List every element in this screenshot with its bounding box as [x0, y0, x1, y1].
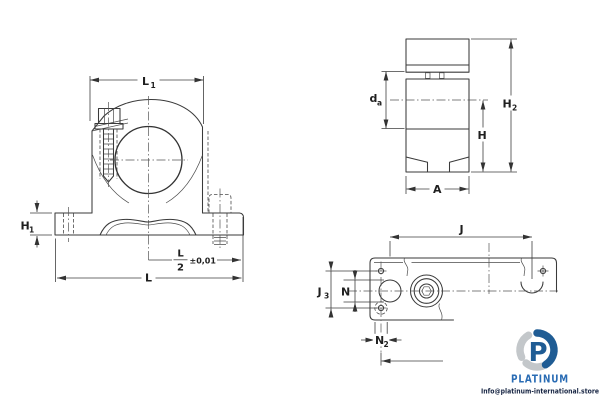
- dim-label-h2-sub: 2: [512, 104, 517, 113]
- dimension-l: L: [55, 238, 242, 285]
- dim-label-j3-sub: 3: [324, 292, 329, 301]
- dim-label-j: J: [459, 223, 464, 236]
- dimension-h2: H 2: [471, 38, 521, 173]
- dimension-l-half: L 2 ±0,01: [148, 217, 244, 282]
- dim-label-da: d: [370, 92, 378, 105]
- dim-label-a: A: [433, 183, 442, 196]
- dim-label-n2-sub: 2: [384, 340, 389, 349]
- dim-label-j3: J: [317, 286, 322, 299]
- cap-lip: [405, 64, 470, 73]
- break-lines: [403, 257, 526, 321]
- cap-section-hatched: [405, 38, 470, 66]
- housing-outline: [91, 98, 204, 214]
- dimension-da: d a: [370, 71, 405, 129]
- dim-label-l-half-den: 2: [177, 263, 184, 274]
- dim-label-l: L: [145, 272, 152, 285]
- dimension-l1: L 1: [89, 72, 204, 124]
- bolt-collar: [94, 122, 124, 130]
- base-plate-outline: [369, 257, 558, 321]
- bolt-hole-right: [208, 188, 232, 250]
- base-section-edges: [405, 156, 470, 173]
- front-view: L 1 H 1 L 2 ±0,01 L: [21, 72, 245, 285]
- housing-mid-section: [405, 78, 470, 130]
- base-outline: [54, 212, 245, 236]
- dimension-h: H: [474, 100, 492, 172]
- partial-hole-arc: [520, 281, 544, 294]
- dimension-partial: [380, 352, 443, 366]
- dimension-j: J: [389, 223, 533, 279]
- dim-label-n2: N: [375, 334, 384, 347]
- brand-name: PLATINUM: [511, 374, 569, 386]
- dimension-h1: H 1: [21, 200, 52, 248]
- brand-logo: P PLATINUM Info@platinum-international.s…: [481, 329, 599, 396]
- housing-fillet-left: [92, 154, 130, 204]
- dimension-n2: N 2: [361, 322, 402, 349]
- logo-swoosh-bottom: [522, 359, 547, 371]
- split-notch-right: [439, 72, 445, 79]
- dim-label-l-half-num: L: [177, 249, 184, 260]
- housing-fillet-right: [165, 154, 203, 204]
- split-notch-left: [425, 72, 431, 79]
- dimension-a: A: [405, 176, 470, 196]
- dim-label-h2: H: [503, 98, 512, 111]
- dim-label-da-sub: a: [377, 99, 382, 108]
- dimension-j3: J 3: [317, 261, 377, 318]
- dim-label-l-half-tol: ±0,01: [190, 257, 217, 266]
- contact-text: Info@platinum-international.store: [481, 388, 599, 396]
- dim-label-l1-sub: 1: [151, 81, 156, 90]
- base-section-hatched: [405, 128, 470, 173]
- logo-swoosh-top-left: [516, 331, 533, 361]
- logo-letter: P: [529, 338, 548, 368]
- dim-label-l1: L: [142, 75, 149, 88]
- top-view: J J 3 N N 2: [317, 223, 558, 366]
- dim-label-h1: H: [21, 220, 30, 233]
- dimension-n: N: [341, 270, 384, 312]
- base-arch-relief-inner: [105, 222, 191, 236]
- corner-hole-right: [537, 265, 549, 277]
- bolt-boss: [91, 118, 129, 132]
- base: [54, 188, 245, 250]
- logo-p-icon: [516, 329, 558, 371]
- logo-swoosh-right: [533, 329, 558, 369]
- dim-label-h1-sub: 1: [29, 226, 34, 235]
- side-view: d a H 2 H A: [370, 38, 521, 196]
- base-arch-relief-outer: [99, 218, 197, 236]
- dim-label-n: N: [341, 286, 350, 299]
- thread-marks: [214, 237, 226, 245]
- bolt-hole-left: [63, 207, 74, 242]
- dim-label-h: H: [478, 129, 487, 142]
